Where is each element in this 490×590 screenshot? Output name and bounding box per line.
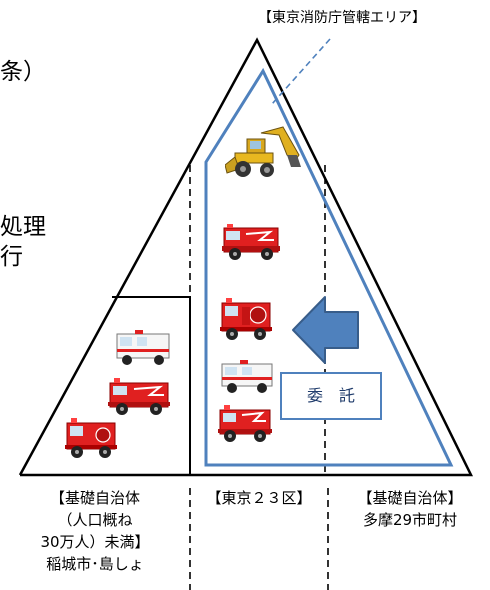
jurisdiction-triangle <box>18 37 474 477</box>
fire-truck-icon <box>65 418 117 458</box>
fire-truck-icon <box>222 224 280 260</box>
area-left-line1: 【基礎自治体 <box>49 489 140 507</box>
area-left-line2: （人口概ね <box>57 511 133 529</box>
ambulance-icon <box>116 330 170 365</box>
excavator-icon <box>225 126 301 177</box>
small-municipality-frame <box>112 296 191 475</box>
fire-truck-icon <box>220 298 272 340</box>
consignment-box <box>280 372 382 420</box>
area-left-line4: 稲城市･島しょ <box>46 555 144 573</box>
area-center-line1: 【東京２３区】 <box>206 489 312 507</box>
ambulance-icon <box>221 360 273 393</box>
fire-truck-icon <box>218 405 272 442</box>
annotation-pointer <box>271 38 331 105</box>
area-right-line2: 多摩29市町村 <box>362 511 458 529</box>
fire-truck-icon <box>108 378 170 415</box>
tokyo-fd-area-outline <box>204 67 454 467</box>
cutoff-text-line2: 処理 <box>0 214 46 240</box>
cutoff-text-line3: 行 <box>0 244 23 270</box>
cutoff-text-line1: 条） <box>0 59 46 85</box>
left-arrow-icon <box>292 296 359 364</box>
tokyo-fd-area-label: 【東京消防庁管轄エリア】 <box>258 10 426 26</box>
area-left-line3: 30万人）未満】 <box>40 533 150 551</box>
consignment-label: 委 託 <box>306 386 355 405</box>
area-right-line1: 【基礎自治体】 <box>357 489 463 507</box>
